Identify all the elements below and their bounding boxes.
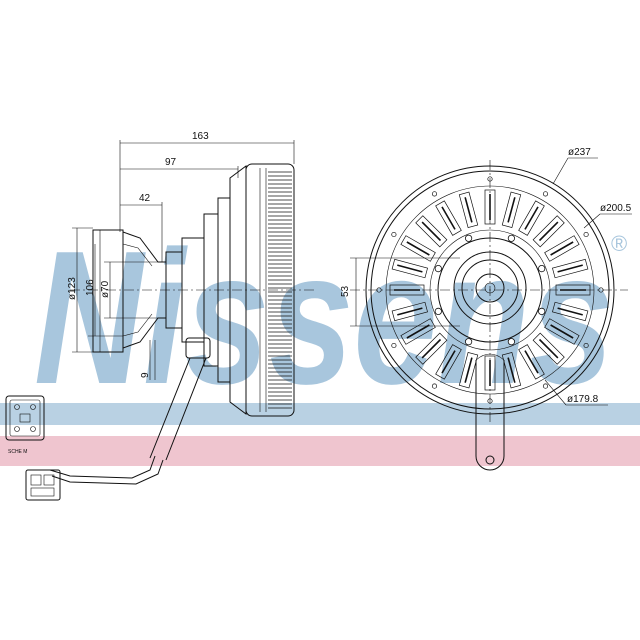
dim-length-42: 42 xyxy=(139,193,151,204)
dim-length-97: 97 xyxy=(165,157,177,168)
dim-diameter-123: ø123 xyxy=(67,277,78,300)
dim-height-106: 106 xyxy=(85,279,96,296)
dim-length-163: 163 xyxy=(192,131,209,142)
sensor-cable xyxy=(25,337,211,501)
dim-diameter-200-5: ø200.5 xyxy=(600,203,632,214)
bolt-holes xyxy=(376,176,604,404)
front-dimension-lines xyxy=(350,157,632,406)
hub xyxy=(453,251,527,325)
outer-ring xyxy=(365,165,615,415)
mounting-bracket xyxy=(475,353,505,471)
hub-flange xyxy=(92,197,231,383)
watermark-registered-mark: ® xyxy=(611,231,627,256)
dim-diameter-70: ø70 xyxy=(100,280,111,298)
side-view: 163 97 42 ø123 106 ø70 9 xyxy=(25,131,315,501)
dim-diameter-237: ø237 xyxy=(568,147,591,158)
clutch-fins xyxy=(389,189,591,391)
clutch-body xyxy=(229,163,295,417)
pink-band xyxy=(0,436,640,466)
connector-pinout: SCHE M xyxy=(5,395,45,455)
dim-diameter-179-8: ø179.8 xyxy=(567,394,599,405)
connector-label: SCHE M xyxy=(8,449,27,455)
dim-height-53: 53 xyxy=(340,285,351,297)
front-view: ø237 ø200.5 53 ø179.8 xyxy=(340,147,632,471)
dim-offset-9: 9 xyxy=(140,372,151,378)
side-dimension-lines xyxy=(72,140,295,380)
